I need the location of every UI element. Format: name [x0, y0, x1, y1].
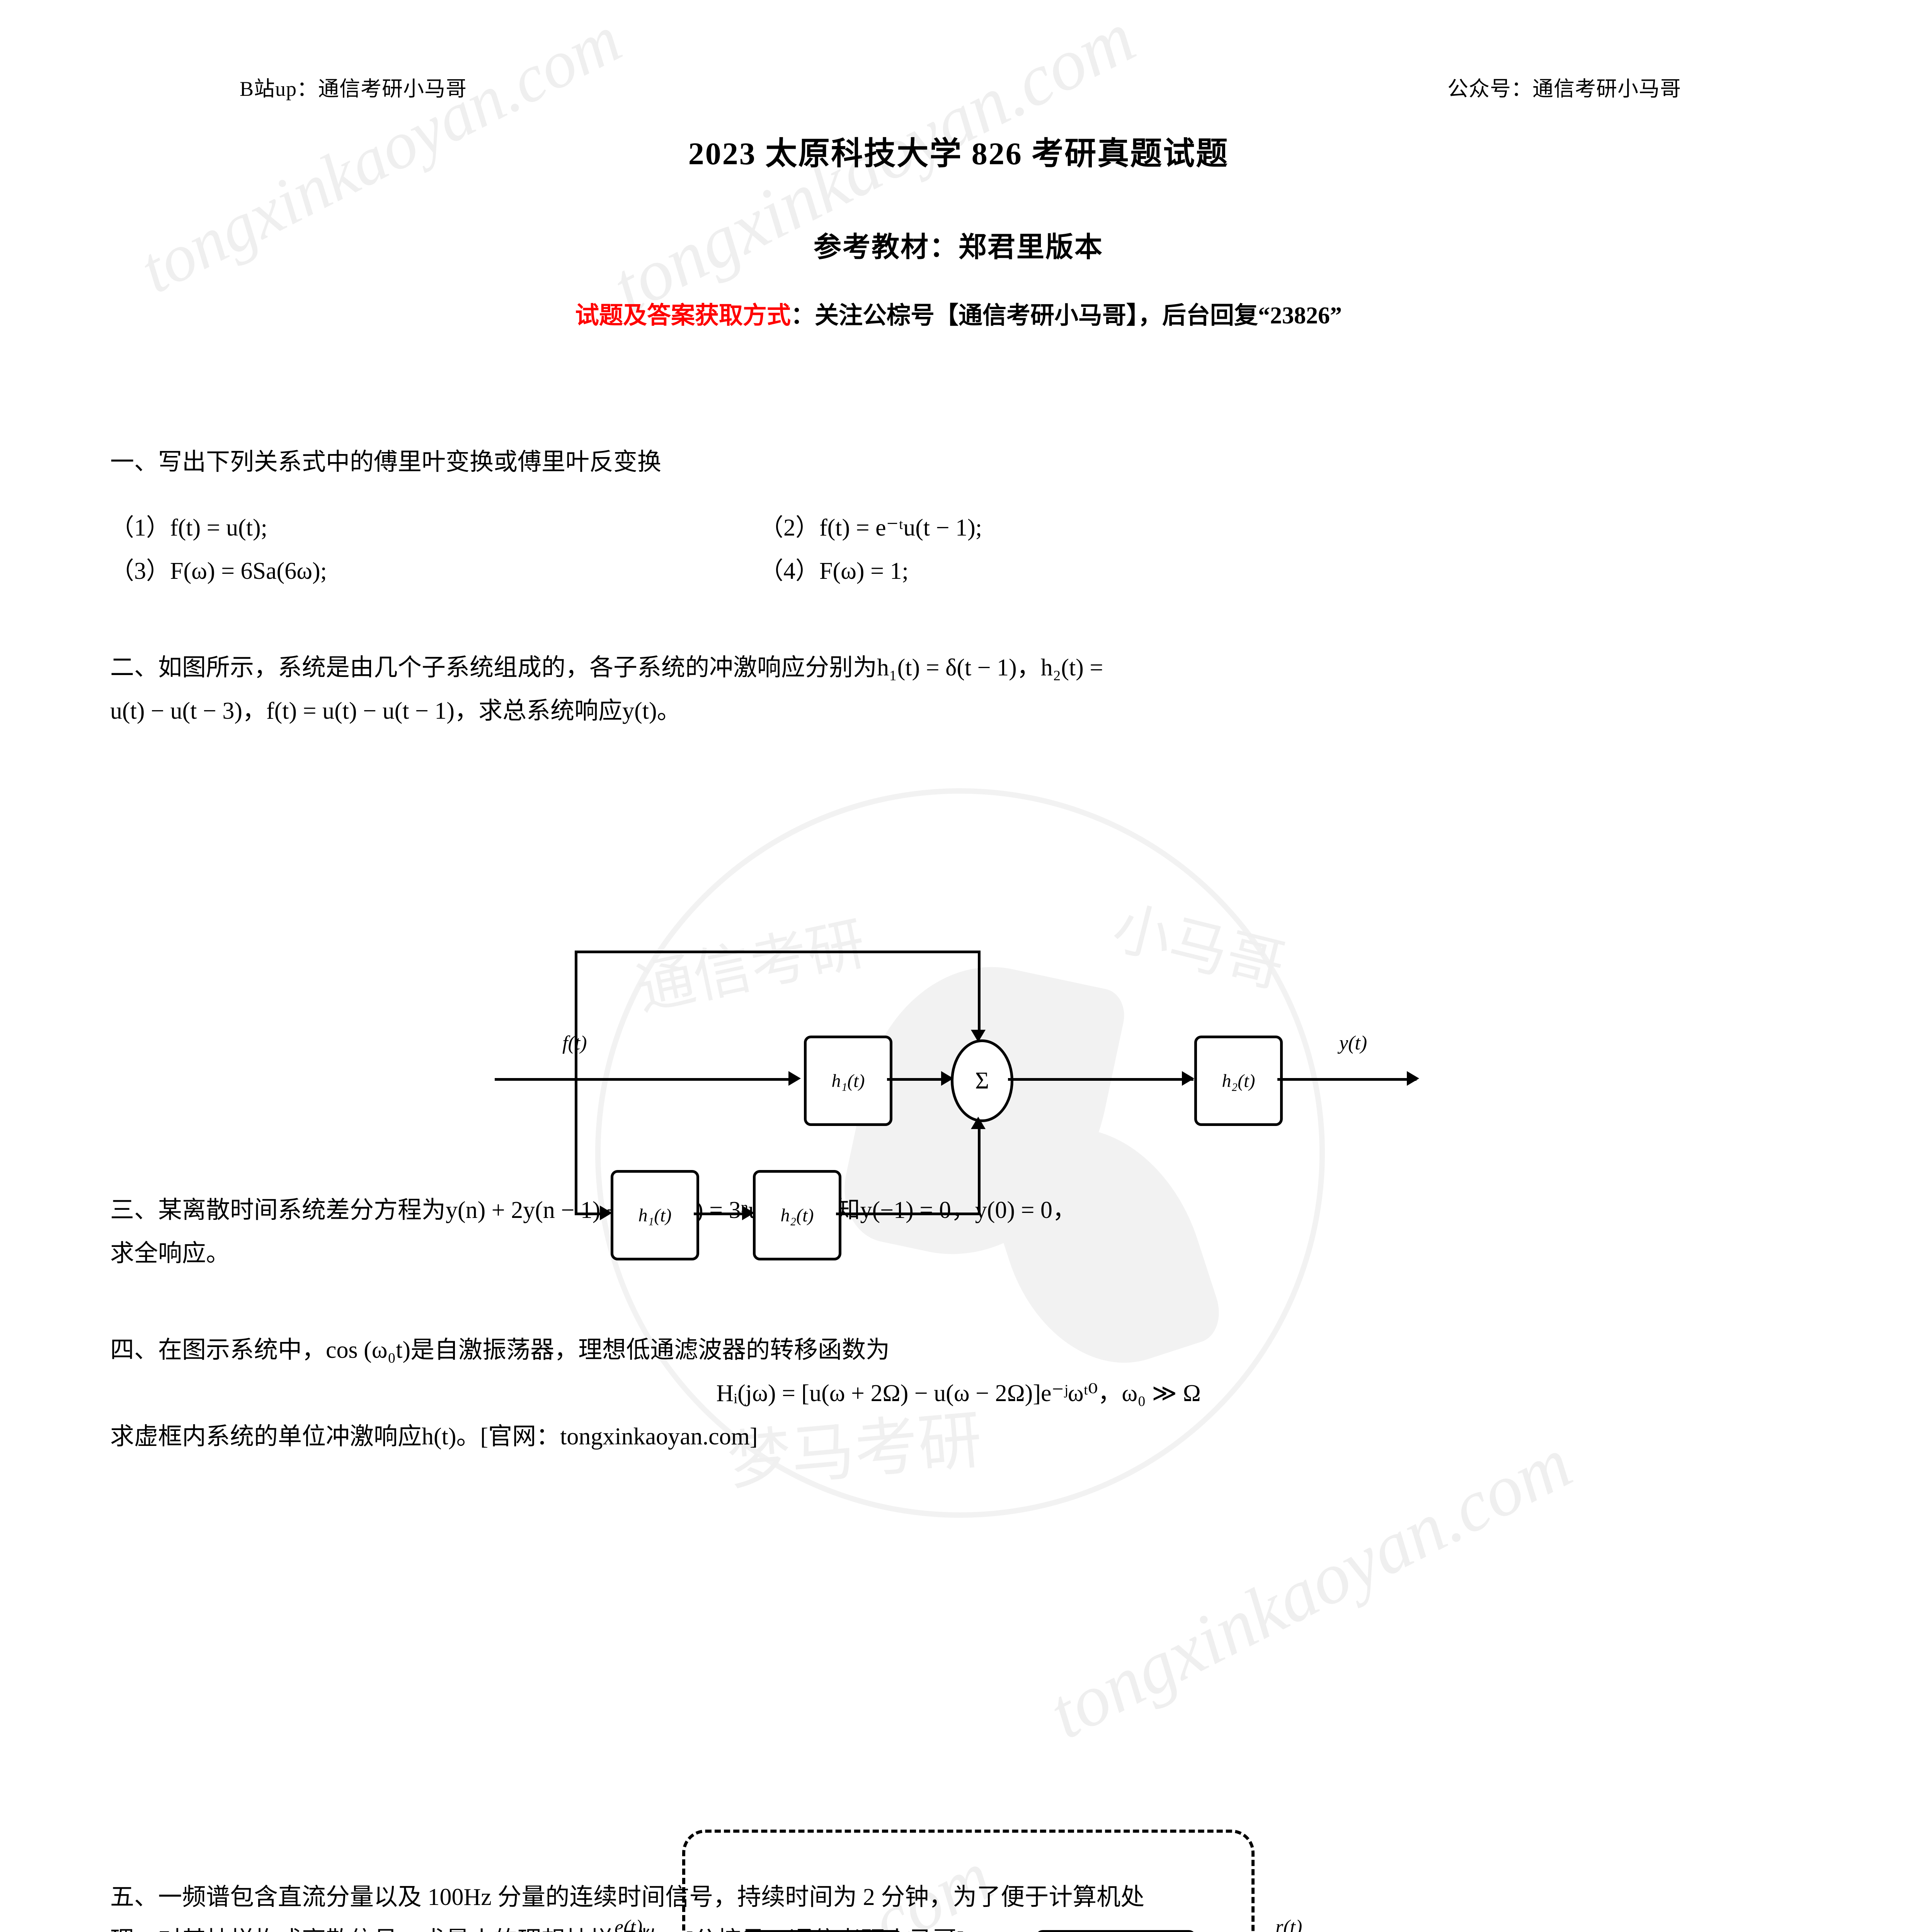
wire-top-vertical-right — [978, 951, 981, 1037]
diagram1-input-label: f(t) — [562, 1032, 587, 1054]
question-1-item-1: （1）f(t) = u(t); — [110, 515, 267, 541]
question-1-row-2: （3）F(ω) = 6Sa(6ω); （4）F(ω) = 1; — [110, 549, 1807, 593]
wire-h2-to-output — [1277, 1078, 1416, 1081]
block-h1-bottom-label: h₁(t) — [638, 1205, 672, 1226]
question-3-line-1: 三、某离散时间系统差分方程为y(n) + 2y(n − 1) + y(n − 2… — [110, 1197, 1077, 1223]
wire-summer-to-h2 — [1008, 1078, 1193, 1081]
header-left-text: B站up：通信考研小马哥 — [240, 77, 467, 100]
question-1-row-1: （1）f(t) = u(t); （2）f(t) = e⁻ᵗu(t − 1); — [110, 506, 1807, 549]
block-h1-top-label: h₁(t) — [831, 1070, 865, 1091]
wire-h1-to-summer — [887, 1078, 949, 1081]
header-right-text: 公众号：通信考研小马哥 — [1447, 77, 1681, 100]
wire-top-vertical-left — [575, 951, 577, 1078]
diagram1-output-label: y(t) — [1339, 1032, 1367, 1054]
block-diagram-system-1: h₁(t) Σ h₂(t) h₁(t) h₂(t) — [495, 927, 1430, 1260]
block-h2-bottom-label: h₂(t) — [780, 1205, 814, 1226]
block-ideal-lowpass: 理想低通 — [1036, 1930, 1196, 1932]
block-time-domain-multiply: 时域相乘 — [742, 1930, 902, 1932]
block-h2-output: h₂(t) — [1194, 1036, 1283, 1126]
block-h2-output-label: h₂(t) — [1222, 1070, 1255, 1091]
block-diagram-system-2: 时域相乘 理想低通 + cos (ω₀t) e(t) r(t) — [615, 1793, 1376, 1932]
arrow-bottom-h2 — [742, 1206, 754, 1220]
arrow-into-h1 — [788, 1071, 801, 1086]
summer-label: Σ — [975, 1067, 989, 1094]
block-h1-top: h₁(t) — [804, 1036, 892, 1126]
block-h1-bottom: h₁(t) — [611, 1170, 699, 1260]
question-3-line-2: 求全响应。 — [110, 1240, 230, 1267]
wire-top-horizontal — [575, 951, 981, 953]
summer-node: Σ — [951, 1039, 1013, 1122]
page-title: 2023 太原科技大学 826 考研真题试题 — [688, 136, 1229, 171]
virtual-system-boundary — [682, 1830, 1255, 1932]
arrow-summer-to-h2 — [1182, 1071, 1194, 1086]
page-header: B站up：通信考研小马哥 公众号：通信考研小马哥 — [0, 71, 1917, 102]
question-1-stem: 一、写出下列关系式中的傅里叶变换或傅里叶反变换 — [110, 449, 662, 475]
question-5-line-1: 五、一频谱包含直流分量以及 100Hz 分量的连续时间信号，持续时间为 2 分钟… — [110, 1884, 1145, 1910]
wire-h1-to-h2-bottom — [694, 1213, 752, 1215]
question-1-item-3: （3）F(ω) = 6Sa(6ω); — [110, 558, 327, 584]
question-4-line-1: 四、在图示系统中，cos (ω₀t)是自激振荡器，理想低通滤波器的转移函数为 — [110, 1337, 890, 1363]
access-notice: 试题及答案获取方式：关注公棕号【通信考研小马哥】，后台回复“23826” — [0, 296, 1917, 330]
access-notice-highlight: 试题及答案获取方式 — [575, 303, 791, 329]
diagram2-output-label: r(t) — [1275, 1916, 1302, 1932]
wire-bottom-to-summer-v — [978, 1128, 981, 1213]
question-4-formula: Hᵢ(jω) = [u(ω + 2Ω) − u(ω − 2Ω)]e⁻ʲωᵗ⁰，ω… — [716, 1380, 1201, 1406]
arrow-output — [1407, 1071, 1419, 1086]
block-h2-bottom: h₂(t) — [753, 1170, 841, 1260]
arrow-bottom-h1 — [600, 1206, 612, 1220]
question-1-item-2: （2）f(t) = e⁻ᵗu(t − 1); — [759, 515, 982, 541]
wire-bottom-to-h1 — [575, 1213, 608, 1215]
arrow-into-summer-bottom — [971, 1117, 986, 1129]
exam-body: 一、写出下列关系式中的傅里叶变换或傅里叶反变换 （1）f(t) = u(t); … — [110, 440, 1807, 1932]
diagram2-input-label: e(t) — [615, 1916, 643, 1932]
question-1-item-4: （4）F(ω) = 1; — [759, 558, 909, 584]
question-4-line-2: 求虚框内系统的单位冲激响应h(t)。[官网：tongxinkaoyan.com] — [110, 1423, 758, 1450]
question-2-line-1: 二、如图所示，系统是由几个子系统组成的，各子系统的冲激响应分别为h₁(t) = … — [110, 655, 1103, 681]
wire-bottom-vertical-left — [575, 1078, 577, 1214]
access-notice-rest: ：关注公棕号【通信考研小马哥】，后台回复“23826” — [791, 303, 1342, 329]
wire-bottom-to-summer-h — [836, 1213, 981, 1215]
question-2-line-2: u(t) − u(t − 3)，f(t) = u(t) − u(t − 1)，求… — [110, 698, 681, 724]
wire-input-main — [495, 1078, 796, 1081]
page-subtitle: 参考教材：郑君里版本 — [813, 232, 1103, 263]
